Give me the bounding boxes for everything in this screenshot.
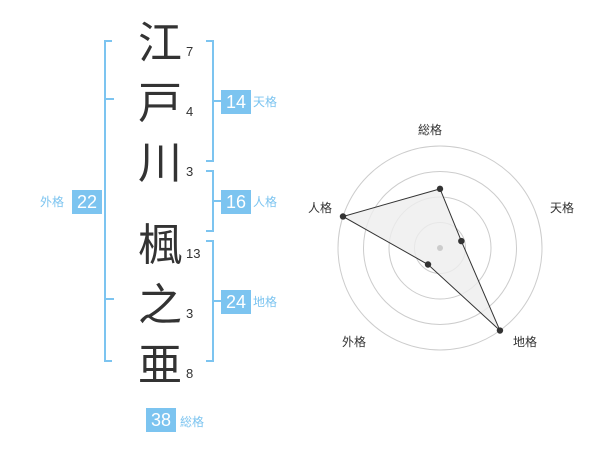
radar-label-soukaku: 総格 bbox=[418, 122, 442, 137]
name-char-2: 戸 bbox=[138, 78, 182, 129]
name-char-4: 楓 bbox=[138, 220, 182, 271]
tenkaku-label: 天格 bbox=[253, 95, 278, 109]
radar-value-polygon bbox=[341, 188, 501, 331]
radar-point-4 bbox=[424, 261, 432, 268]
tenkaku-bracket bbox=[206, 40, 214, 162]
stroke-count-4: 13 bbox=[186, 246, 201, 261]
radar-label-tenkaku: 天格 bbox=[550, 200, 574, 215]
chikaku-value: 24 bbox=[221, 290, 251, 314]
soukaku-value: 38 bbox=[146, 408, 176, 432]
stroke-count-6: 8 bbox=[186, 366, 194, 381]
radar-point-2 bbox=[458, 237, 465, 245]
jinkaku-value: 16 bbox=[221, 190, 251, 214]
chikaku-tick bbox=[214, 300, 222, 302]
gaikaku-label: 外格 bbox=[40, 195, 65, 209]
gaikaku-bracket bbox=[104, 40, 112, 362]
tenkaku-tick bbox=[214, 100, 222, 102]
jinkaku-label: 人格 bbox=[253, 195, 278, 209]
radar-ring-3 bbox=[363, 171, 517, 325]
chikaku-bracket bbox=[206, 240, 214, 362]
name-char-1: 江 bbox=[138, 18, 182, 69]
soukaku-label: 総格 bbox=[180, 415, 205, 429]
radar-label-gaikaku: 外格 bbox=[342, 334, 366, 349]
name-char-5: 之 bbox=[138, 280, 182, 331]
radar-label-chikaku: 地格 bbox=[513, 334, 537, 349]
radar-center-dot bbox=[437, 245, 443, 251]
gaikaku-tick-1 bbox=[106, 98, 114, 100]
chikaku-label: 地格 bbox=[253, 295, 278, 309]
name-char-6: 亜 bbox=[138, 340, 182, 391]
gaikaku-value: 22 bbox=[72, 190, 102, 214]
radar-point-1 bbox=[436, 185, 444, 193]
gaikaku-tick-2 bbox=[106, 298, 114, 300]
jinkaku-tick bbox=[214, 200, 222, 202]
jinkaku-bracket bbox=[206, 170, 214, 232]
stroke-count-3: 3 bbox=[186, 164, 194, 179]
radar-label-jinkaku: 人格 bbox=[308, 200, 332, 215]
fortune-radar-chart: 総格 天格 地格 外格 人格 bbox=[308, 122, 574, 351]
radar-ring-4 bbox=[337, 145, 543, 351]
stroke-count-2: 4 bbox=[186, 104, 194, 119]
radar-point-3 bbox=[496, 327, 504, 334]
stroke-count-1: 7 bbox=[186, 44, 194, 59]
stroke-count-5: 3 bbox=[186, 306, 194, 321]
radar-points bbox=[339, 185, 504, 334]
name-char-3: 川 bbox=[138, 138, 182, 189]
radar-point-5 bbox=[339, 213, 347, 220]
tenkaku-value: 14 bbox=[221, 90, 251, 114]
